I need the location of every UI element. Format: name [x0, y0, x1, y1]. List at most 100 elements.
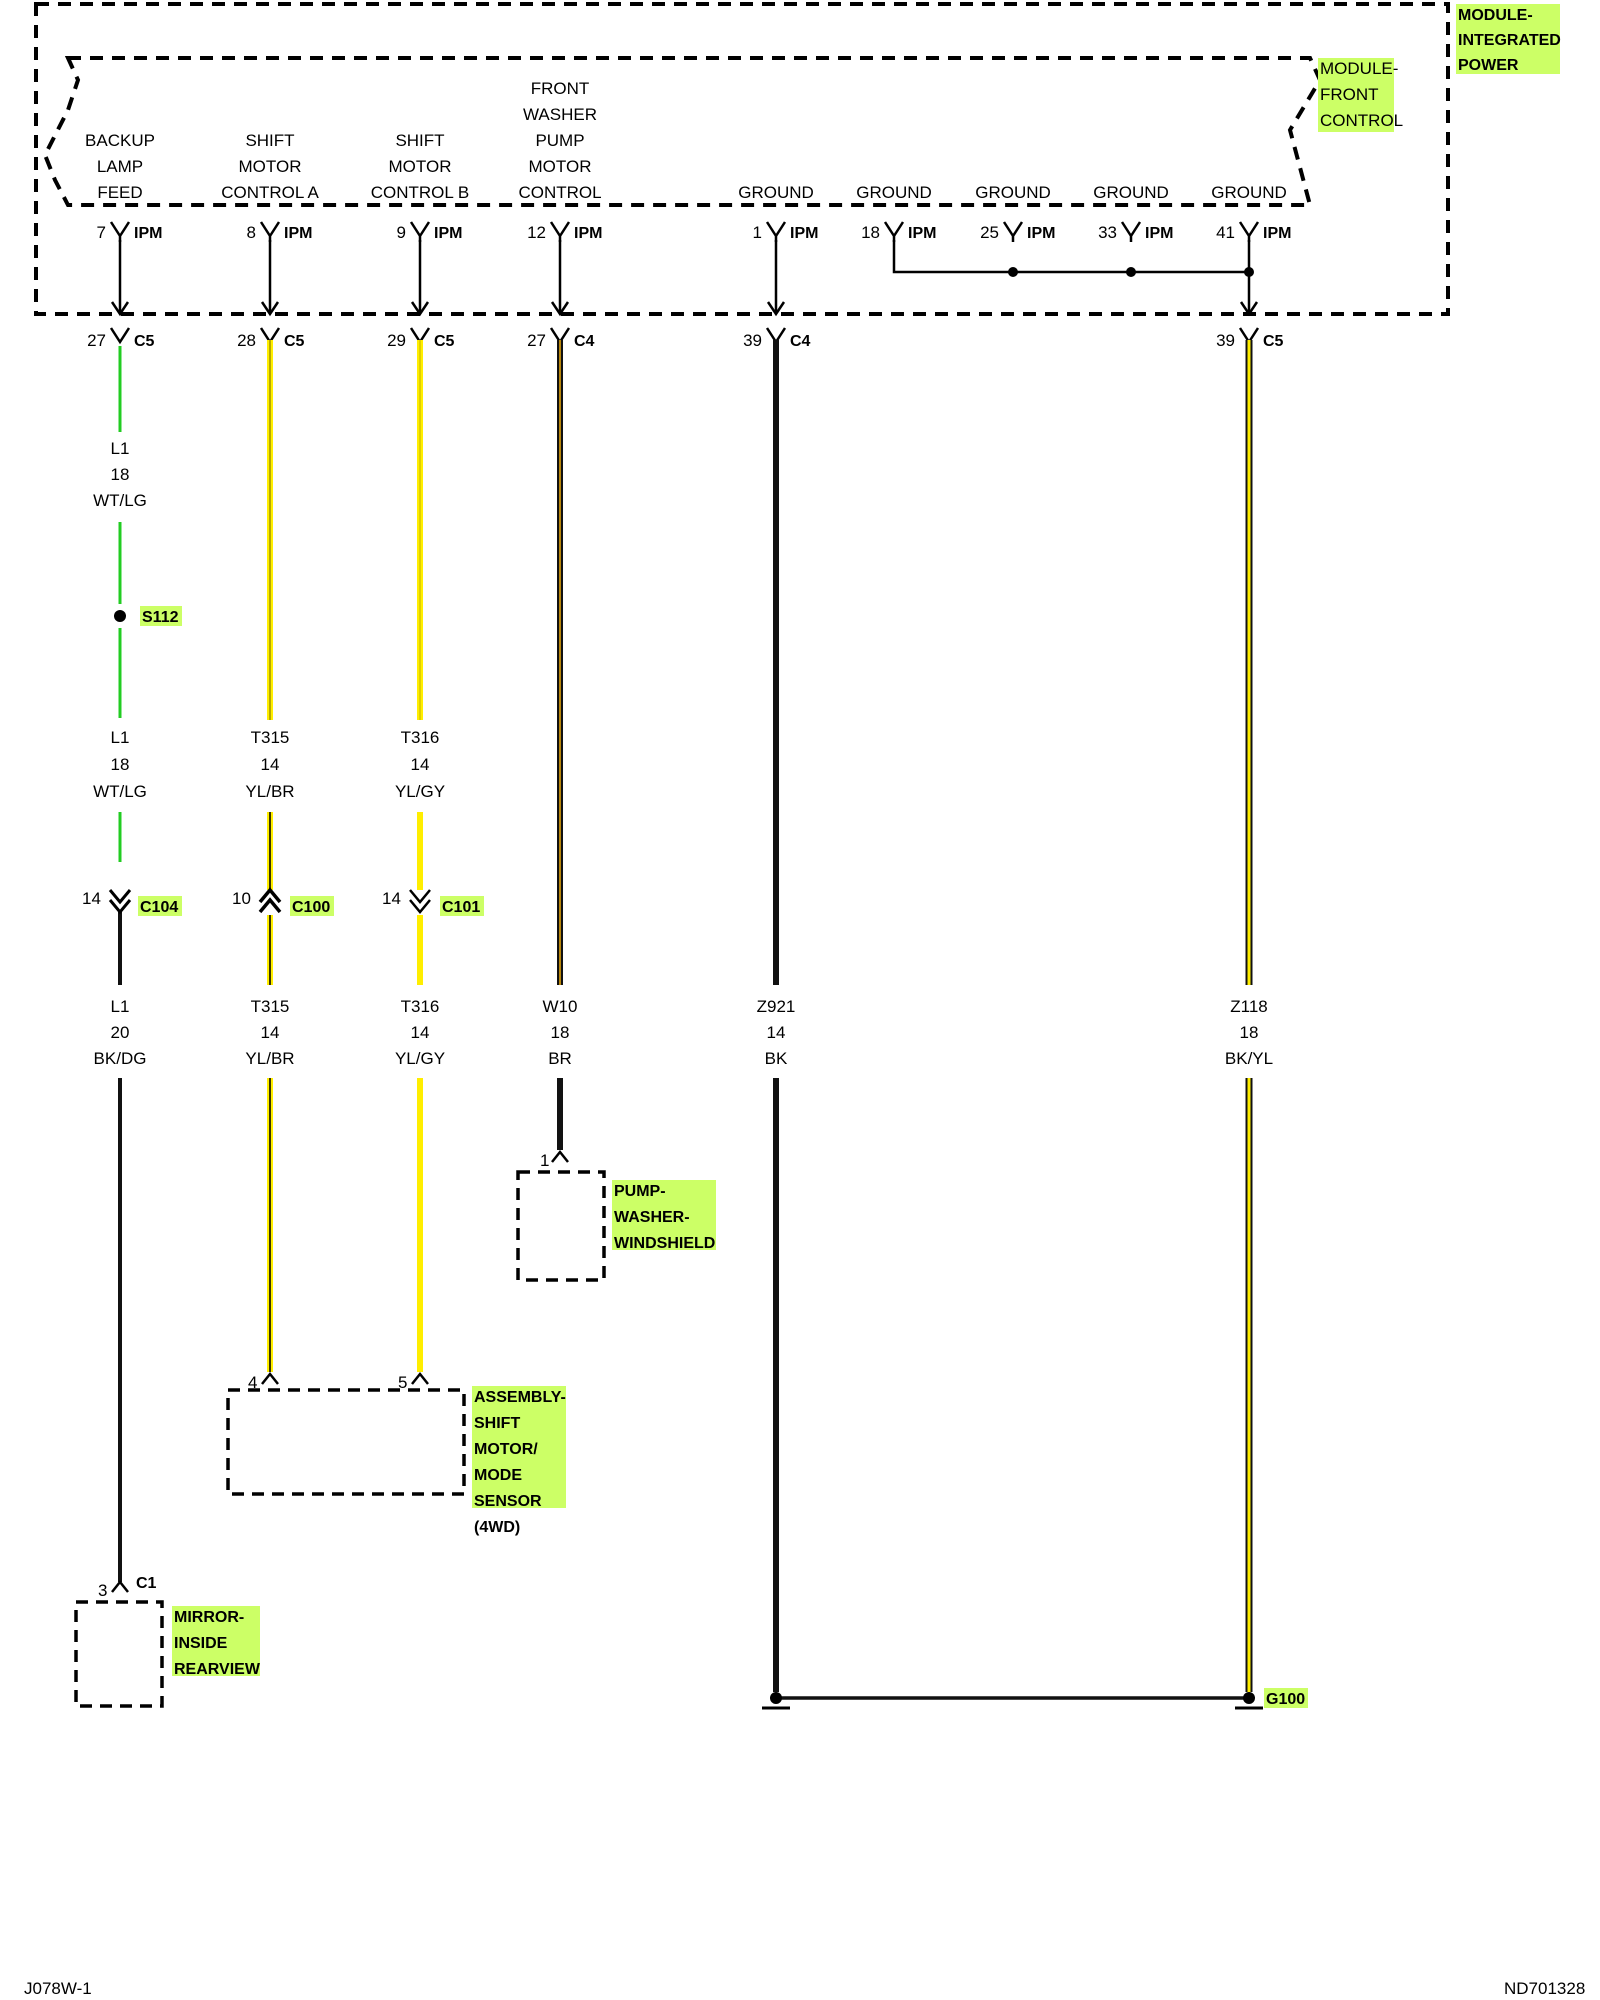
svg-text:SHIFT: SHIFT: [245, 131, 294, 150]
svg-text:5: 5: [398, 1373, 407, 1392]
svg-text:INSIDE: INSIDE: [174, 1635, 228, 1652]
svg-text:18: 18: [111, 755, 130, 774]
harness-pin-C5-29: 29 C5: [387, 327, 455, 350]
svg-text:4: 4: [248, 1373, 257, 1392]
svg-text:1: 1: [540, 1151, 549, 1170]
function-label-ground-1: GROUND: [738, 183, 814, 202]
ipm-pin-number: 8: [247, 223, 256, 242]
svg-text:CONTROL B: CONTROL B: [371, 183, 470, 202]
harness-pin-number: 29: [387, 331, 406, 350]
ipm-label: IPM: [434, 225, 462, 242]
harness-connector-name: C5: [434, 333, 455, 350]
wire-label-z118: Z118 18 BK/YL: [1225, 997, 1273, 1068]
ipm-pin-number: 33: [1098, 223, 1117, 242]
svg-text:PUMP-: PUMP-: [614, 1183, 666, 1200]
svg-text:SENSOR: SENSOR: [474, 1493, 542, 1510]
ipm-label: IPM: [284, 225, 312, 242]
svg-text:BR: BR: [548, 1049, 572, 1068]
component-mirror-inside-rearview: 3 C1 MIRROR- INSIDE REARVIEW: [74, 1575, 261, 1708]
svg-text:WINDSHIELD: WINDSHIELD: [614, 1235, 715, 1252]
function-label-ground-33: GROUND: [1093, 183, 1169, 202]
internal-ground-bus: [892, 240, 1249, 274]
svg-text:20: 20: [111, 1023, 130, 1042]
svg-text:G100: G100: [1266, 1691, 1305, 1708]
module-integrated-power-label: MODULE- INTEGRATED POWER: [1456, 4, 1561, 74]
svg-text:14: 14: [261, 1023, 280, 1042]
function-label-shift-motor-control-b: SHIFT MOTOR CONTROL B: [371, 131, 470, 202]
ipm-pin-number: 9: [397, 223, 406, 242]
svg-text:MOTOR: MOTOR: [529, 157, 592, 176]
svg-text:MOTOR: MOTOR: [389, 157, 452, 176]
svg-text:SHIFT: SHIFT: [474, 1415, 520, 1432]
svg-text:W10: W10: [543, 997, 578, 1016]
svg-text:BK: BK: [765, 1049, 788, 1068]
ipm-label: IPM: [790, 225, 818, 242]
svg-text:Z921: Z921: [757, 997, 796, 1016]
svg-text:T316: T316: [401, 997, 440, 1016]
svg-text:CONTROL A: CONTROL A: [221, 183, 319, 202]
svg-text:CONTROL: CONTROL: [518, 183, 601, 202]
svg-text:18: 18: [551, 1023, 570, 1042]
component-assembly-shift-motor-mode-sensor: 4 5 ASSEMBLY- SHIFT MOTOR/ MODE SENSOR (…: [226, 1371, 566, 1536]
inline-connector-c101: 14 C101: [382, 889, 484, 916]
module-internal-leads: [110, 240, 1259, 317]
component-pump-washer-windshield: 1 PUMP- WASHER- WINDSHIELD: [516, 1149, 716, 1282]
svg-text:C1: C1: [136, 1575, 157, 1592]
ipm-label: IPM: [1027, 225, 1055, 242]
svg-text:YL/BR: YL/BR: [245, 1049, 294, 1068]
svg-text:WT/LG: WT/LG: [93, 491, 147, 510]
ipm-pin-number: 12: [527, 223, 546, 242]
function-label-backup-lamp-feed: BACKUP LAMP FEED: [85, 131, 155, 202]
svg-text:YL/GY: YL/GY: [395, 1049, 445, 1068]
svg-text:POWER: POWER: [1458, 57, 1519, 74]
function-label-shift-motor-control-a: SHIFT MOTOR CONTROL A: [221, 131, 319, 202]
svg-text:ASSEMBLY-: ASSEMBLY-: [474, 1389, 566, 1406]
svg-text:CONTROL: CONTROL: [1320, 111, 1403, 130]
svg-text:14: 14: [261, 755, 280, 774]
function-label-ground-41: GROUND: [1211, 183, 1287, 202]
ground-bus-junction-33: [1126, 267, 1136, 277]
svg-text:C101: C101: [442, 899, 480, 916]
svg-text:BACKUP: BACKUP: [85, 131, 155, 150]
svg-text:(4WD): (4WD): [474, 1519, 520, 1536]
wire-label-t316-lower: T316 14 YL/GY: [395, 997, 445, 1068]
svg-text:MODULE-: MODULE-: [1458, 7, 1533, 24]
svg-text:T315: T315: [251, 997, 290, 1016]
wire-label-l1-middle: L1 18 WT/LG: [93, 728, 147, 801]
svg-text:18: 18: [1240, 1023, 1259, 1042]
splice-s112-label: S112: [140, 606, 182, 626]
harness-connector-name: C5: [134, 333, 155, 350]
ipm-pin-number: 18: [861, 223, 880, 242]
svg-text:L1: L1: [111, 439, 130, 458]
svg-text:WT/LG: WT/LG: [93, 782, 147, 801]
harness-connector-name: C4: [574, 333, 595, 350]
svg-text:14: 14: [382, 889, 401, 908]
harness-pin-number: 39: [743, 331, 762, 350]
ipm-pin-number: 25: [980, 223, 999, 242]
harness-pin-number: 28: [237, 331, 256, 350]
svg-text:SHIFT: SHIFT: [395, 131, 444, 150]
svg-text:Z118: Z118: [1230, 997, 1268, 1016]
wire-label-z921: Z921 14 BK: [757, 997, 796, 1068]
ipm-label: IPM: [1263, 225, 1291, 242]
svg-text:14: 14: [767, 1023, 786, 1042]
svg-text:MOTOR/: MOTOR/: [474, 1441, 538, 1458]
svg-text:C100: C100: [292, 899, 330, 916]
svg-text:T316: T316: [401, 728, 440, 747]
function-label-front-washer-pump-motor-control: FRONT WASHER PUMP MOTOR CONTROL: [518, 79, 601, 202]
svg-text:REARVIEW: REARVIEW: [174, 1661, 261, 1678]
wire-label-l1-lower: L1 20 BK/DG: [94, 997, 147, 1068]
svg-text:BK/DG: BK/DG: [94, 1049, 147, 1068]
ipm-pin-9: 9 IPM: [397, 221, 462, 242]
svg-text:S112: S112: [142, 609, 179, 626]
